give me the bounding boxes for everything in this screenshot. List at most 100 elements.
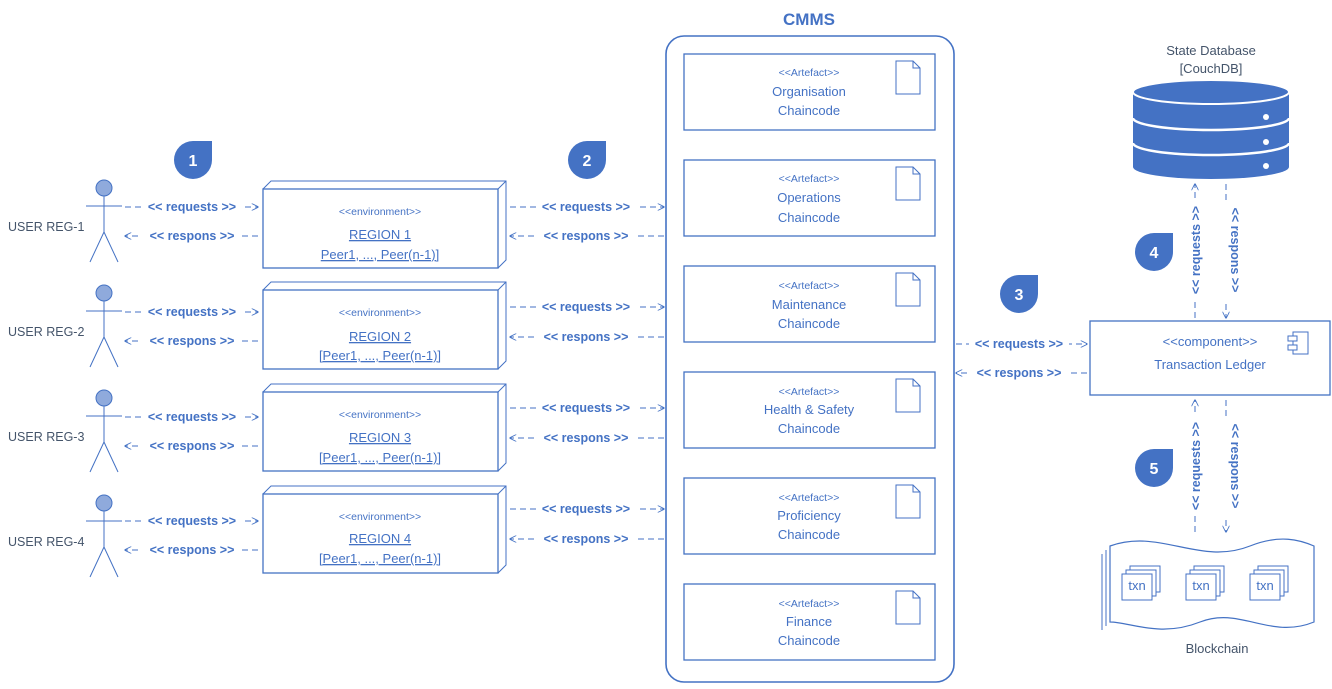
- step-badge-2: 2: [568, 141, 606, 179]
- artefact-type: Chaincode: [778, 316, 840, 331]
- region-peers: [Peer1, ..., Peer(n-1)]: [319, 551, 441, 566]
- transaction-ledger[interactable]: <<component>> Transaction Ledger: [1089, 320, 1331, 396]
- svg-text:1: 1: [189, 153, 198, 170]
- region-node-3[interactable]: <<environment>> REGION 3 [Peer1, ..., Pe…: [262, 383, 507, 472]
- region-stereotype: <<environment>>: [339, 307, 421, 319]
- user-region-connectors: << requests >> << respons >> << requests…: [125, 199, 258, 557]
- state-db-title: State Database: [1166, 43, 1256, 58]
- ledger-name: Transaction Ledger: [1154, 357, 1266, 372]
- svg-text:txn: txn: [1192, 578, 1209, 593]
- response-label: << respons >>: [544, 431, 629, 445]
- response-label: << respons >>: [150, 439, 235, 453]
- region-node-1[interactable]: <<environment>> REGION 1 Peer1, ..., Pee…: [262, 180, 507, 269]
- artefact-type: Chaincode: [778, 103, 840, 118]
- response-label: << respons >>: [150, 229, 235, 243]
- request-label: << requests >>: [542, 502, 630, 516]
- artefact-list: <<Artefact>> Organisation Chaincode <<Ar…: [683, 53, 936, 661]
- artefact-stereotype: <<Artefact>>: [779, 280, 840, 292]
- artefact-type: Chaincode: [778, 210, 840, 225]
- user-reg-1[interactable]: USER REG-1: [8, 179, 122, 263]
- blockchain[interactable]: txn txn txn Blockchain: [1101, 538, 1315, 656]
- artefact-stereotype: <<Artefact>>: [779, 598, 840, 610]
- response-label: << respons >>: [544, 330, 629, 344]
- request-label: << requests >>: [1189, 422, 1203, 510]
- region-peers: [Peer1, ..., Peer(n-1)]: [319, 348, 441, 363]
- response-label: << respons >>: [150, 543, 235, 557]
- step-badge-1: 1: [174, 141, 212, 179]
- artefact-name: Proficiency: [777, 508, 841, 523]
- request-label: << requests >>: [542, 200, 630, 214]
- response-label: << respons >>: [977, 366, 1062, 380]
- actor-icon: [86, 389, 122, 473]
- document-icon: [895, 378, 921, 413]
- step-badge-4: 4: [1135, 233, 1173, 271]
- artefact-type: Chaincode: [778, 527, 840, 542]
- artefact-type: Chaincode: [778, 633, 840, 648]
- database-icon: [1131, 79, 1291, 179]
- artefact-name: Maintenance: [772, 297, 846, 312]
- svg-text:2: 2: [583, 153, 592, 170]
- region-node-4[interactable]: <<environment>> REGION 4 [Peer1, ..., Pe…: [262, 485, 507, 574]
- artefact-organisation[interactable]: <<Artefact>> Organisation Chaincode: [683, 53, 936, 131]
- actor-icon: [86, 494, 122, 578]
- artefact-proficiency[interactable]: <<Artefact>> Proficiency Chaincode: [683, 477, 936, 555]
- artefact-name: Health & Safety: [764, 402, 855, 417]
- request-label: << requests >>: [148, 305, 236, 319]
- artefact-finance[interactable]: <<Artefact>> Finance Chaincode: [683, 583, 936, 661]
- svg-text:5: 5: [1150, 461, 1159, 478]
- component-icon: [1287, 331, 1309, 355]
- user-label: USER REG-3: [8, 430, 84, 444]
- document-icon: [895, 60, 921, 95]
- svg-text:3: 3: [1015, 287, 1024, 304]
- ledger-stereotype: <<component>>: [1163, 334, 1258, 349]
- region-stereotype: <<environment>>: [339, 409, 421, 421]
- region-cmms-connectors: << requests >> << respons >> << requests…: [510, 199, 664, 546]
- user-reg-4[interactable]: USER REG-4: [8, 494, 122, 578]
- response-label: << respons >>: [544, 229, 629, 243]
- artefact-name: Organisation: [772, 84, 846, 99]
- ledger-blockchain-connectors: << requests >> << respons >>: [1188, 400, 1242, 532]
- document-icon: [895, 590, 921, 625]
- svg-text:txn: txn: [1128, 578, 1145, 593]
- artefact-stereotype: <<Artefact>>: [779, 173, 840, 185]
- user-reg-2[interactable]: USER REG-2: [8, 284, 122, 368]
- db-ledger-connectors: << requests >> << respons >>: [1188, 184, 1242, 318]
- state-database[interactable]: State Database [CouchDB]: [1131, 43, 1291, 179]
- request-label: << requests >>: [975, 337, 1063, 351]
- region-name: REGION 4: [349, 531, 411, 546]
- request-label: << requests >>: [148, 200, 236, 214]
- region-node-2[interactable]: <<environment>> REGION 2 [Peer1, ..., Pe…: [262, 281, 507, 370]
- user-reg-3[interactable]: USER REG-3: [8, 389, 122, 473]
- request-label: << requests >>: [148, 410, 236, 424]
- region-peers: Peer1, ..., Peer(n-1)]: [321, 247, 440, 262]
- svg-text:txn: txn: [1256, 578, 1273, 593]
- svg-text:4: 4: [1150, 245, 1159, 262]
- artefact-health-safety[interactable]: <<Artefact>> Health & Safety Chaincode: [683, 371, 936, 449]
- response-label: << respons >>: [1228, 424, 1242, 509]
- response-label: << respons >>: [150, 334, 235, 348]
- artefact-name: Finance: [786, 614, 832, 629]
- artefact-maintenance[interactable]: <<Artefact>> Maintenance Chaincode: [683, 265, 936, 343]
- region-stereotype: <<environment>>: [339, 511, 421, 523]
- region-name: REGION 1: [349, 227, 411, 242]
- txn-icon: txn: [1185, 565, 1225, 601]
- artefact-stereotype: <<Artefact>>: [779, 386, 840, 398]
- user-label: USER REG-2: [8, 325, 84, 339]
- user-label: USER REG-1: [8, 220, 84, 234]
- document-icon: [895, 166, 921, 201]
- request-label: << requests >>: [542, 300, 630, 314]
- response-label: << respons >>: [1228, 208, 1242, 293]
- artefact-stereotype: <<Artefact>>: [779, 67, 840, 79]
- step-badge-3: 3: [1000, 275, 1038, 313]
- artefact-operations[interactable]: <<Artefact>> Operations Chaincode: [683, 159, 936, 237]
- artefact-type: Chaincode: [778, 421, 840, 436]
- txn-icon: txn: [1249, 565, 1289, 601]
- actor-icon: [86, 179, 122, 263]
- artefact-name: Operations: [777, 190, 841, 205]
- document-icon: [895, 484, 921, 519]
- cmms-ledger-connectors: << requests >> << respons >>: [956, 336, 1087, 380]
- txn-icon: txn: [1121, 565, 1161, 601]
- region-name: REGION 2: [349, 329, 411, 344]
